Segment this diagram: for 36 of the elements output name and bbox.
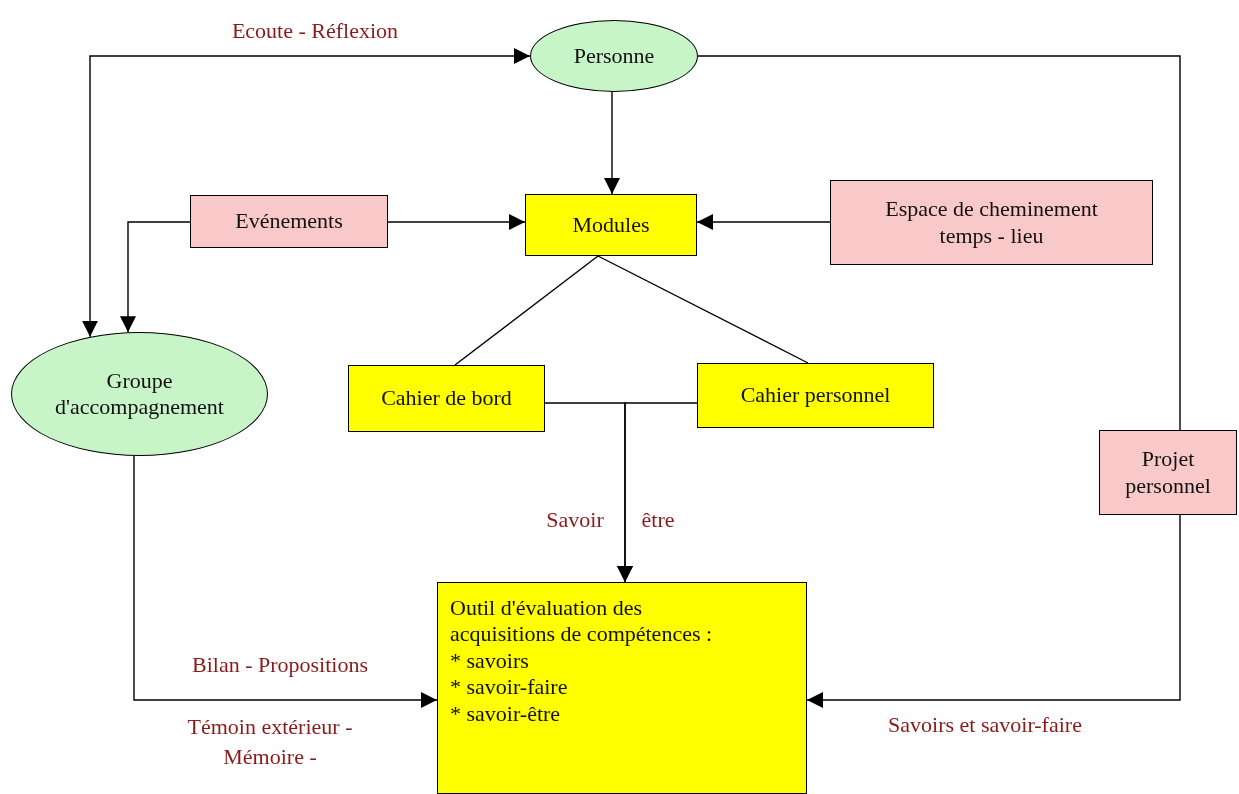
node-label: Personne bbox=[573, 42, 655, 70]
arrow bbox=[604, 91, 620, 195]
arrow bbox=[617, 402, 698, 583]
annotation-text: Témoin extérieur - Mémoire - bbox=[186, 713, 354, 771]
edge-label: Ecoute - Réflexion bbox=[230, 17, 400, 45]
connector-line bbox=[697, 55, 1181, 431]
arrow bbox=[133, 455, 438, 708]
list-item: * savoir-faire bbox=[450, 674, 568, 701]
node-label: Espace de cheminement temps - lieu bbox=[884, 196, 1099, 249]
process-box bbox=[697, 363, 934, 428]
process-box bbox=[437, 582, 807, 794]
list-item: * savoir-être bbox=[450, 700, 561, 727]
arrow bbox=[806, 514, 1181, 708]
arrow bbox=[120, 221, 191, 333]
process-box bbox=[190, 195, 388, 248]
connector-line bbox=[454, 255, 599, 366]
edge-label: Savoirs et savoir-faire bbox=[887, 711, 1083, 739]
node-label: Cahier personnel bbox=[740, 382, 891, 409]
list-item: * savoirs bbox=[450, 647, 529, 675]
node-label: Modules bbox=[572, 211, 650, 239]
node-label: Projet personnel bbox=[1124, 446, 1212, 499]
arrow bbox=[387, 214, 526, 230]
arrow bbox=[696, 214, 831, 230]
connector-line bbox=[597, 255, 809, 364]
process-box bbox=[525, 194, 697, 256]
annotation-text: Savoir bbox=[545, 506, 605, 534]
annotation-text: être bbox=[640, 506, 676, 534]
box-heading: Outil d'évaluation des acquisitions de compétences : bbox=[450, 595, 714, 648]
edge-label: Bilan - Propositions bbox=[191, 651, 369, 679]
node-label: Evénements bbox=[235, 208, 343, 235]
process-box bbox=[1099, 430, 1237, 515]
process-box bbox=[830, 180, 1153, 265]
process-box bbox=[348, 365, 545, 432]
node-label: Cahier de bord bbox=[381, 385, 512, 412]
node-label: Groupe d'accompagnement bbox=[54, 367, 225, 421]
arrow bbox=[82, 48, 531, 338]
